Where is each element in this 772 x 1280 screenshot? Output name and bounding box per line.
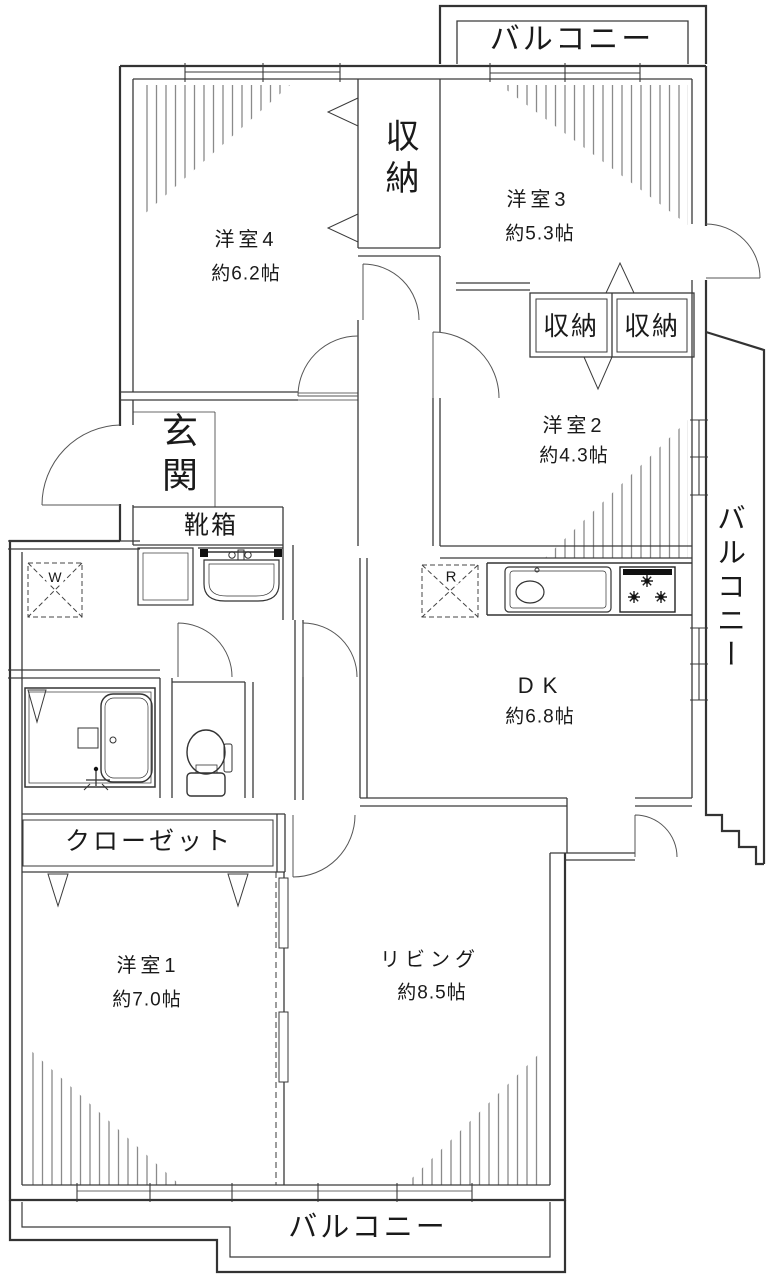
living-size: 約8.5帖 — [397, 982, 467, 1004]
closet-label: クローゼット — [64, 827, 234, 856]
storage-hall-label: 収納 — [380, 118, 418, 202]
washer-mark: W — [46, 569, 64, 585]
room3-size: 約5.3帖 — [505, 223, 575, 245]
room2-size: 約4.3帖 — [539, 445, 609, 467]
room1-name: 洋室1 — [116, 955, 180, 977]
shoe-cabinet — [137, 547, 194, 606]
fridge-mark: R — [443, 568, 459, 586]
kitchen-counter — [486, 562, 692, 616]
room2-name: 洋室2 — [542, 415, 606, 437]
storage-left-label: 収納 — [542, 311, 600, 341]
room1-size: 約7.0帖 — [112, 989, 182, 1011]
bathtub — [24, 687, 156, 791]
door-swings — [41, 223, 761, 878]
balcony-bottom-label: バルコニー — [288, 1211, 448, 1244]
room4-name: 洋室4 — [214, 229, 278, 251]
balcony-top-label: バルコニー — [489, 23, 655, 56]
dk-name: DK — [517, 673, 567, 698]
fridge-box — [421, 564, 479, 618]
toilet — [186, 729, 233, 797]
stove — [619, 566, 676, 613]
shoe-box-label: 靴箱 — [183, 511, 239, 540]
storage-right-label: 収納 — [623, 311, 681, 341]
kitchen-sink — [504, 566, 612, 613]
balcony-right-label: バルコニー — [712, 503, 745, 673]
hatch-layer — [28, 85, 688, 1185]
washer-box — [27, 562, 83, 618]
room3-name: 洋室3 — [506, 189, 570, 211]
dk-size: 約6.8帖 — [505, 706, 575, 728]
washbasin — [198, 547, 283, 602]
inner-walls — [8, 20, 695, 1258]
closet-door-marks — [27, 97, 635, 908]
room4-size: 約6.2帖 — [211, 263, 281, 285]
window-marks — [76, 63, 708, 1202]
entrance-label: 玄関 — [157, 412, 198, 500]
living-name: リビング — [380, 949, 480, 971]
